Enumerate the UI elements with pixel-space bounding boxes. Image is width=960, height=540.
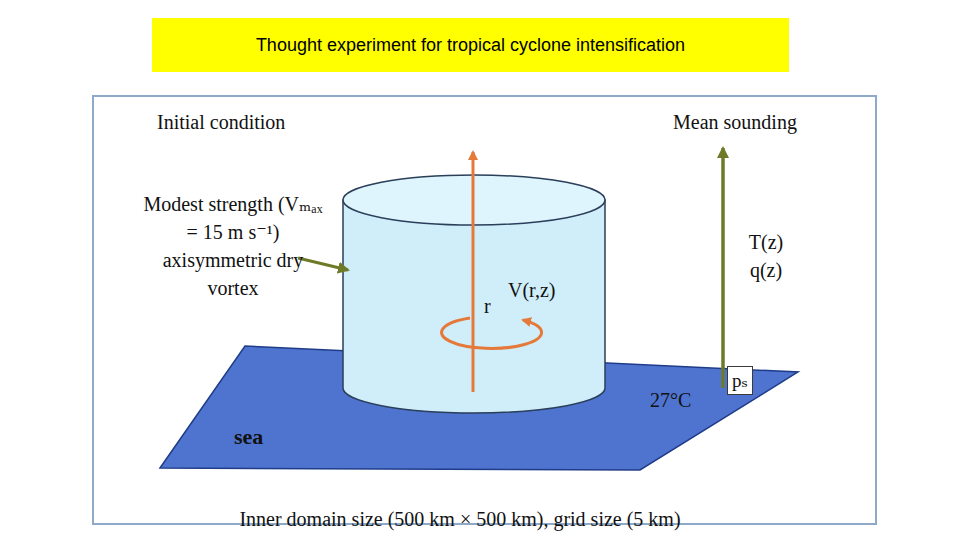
- label-text: Mean sounding: [620, 108, 850, 136]
- rotation-arrow: [442, 318, 542, 348]
- leader-arrow: [298, 258, 348, 270]
- label-text: T(z) q(z): [735, 228, 797, 284]
- label-text: Inner domain size (500 km × 500 km), gri…: [160, 505, 760, 533]
- pressure-box: pₛ: [727, 366, 753, 395]
- label-text: Modest strength (Vₘₐₓ = 15 m s⁻¹) axisym…: [143, 190, 323, 302]
- label-text: 27°C: [650, 386, 714, 414]
- vertical-axis-arrow: [472, 152, 475, 392]
- label-text: V(r,z): [508, 276, 598, 304]
- label-text: r: [484, 292, 500, 320]
- label-text: Initial condition: [157, 108, 357, 136]
- label-text: sea: [234, 423, 294, 451]
- node-text: pₛ: [732, 369, 748, 392]
- title-banner: Thought experiment for tropical cyclone …: [152, 18, 789, 72]
- sounding-arrow: [721, 148, 725, 388]
- outer-frame: [93, 96, 876, 524]
- title-text: Thought experiment for tropical cyclone …: [256, 35, 685, 56]
